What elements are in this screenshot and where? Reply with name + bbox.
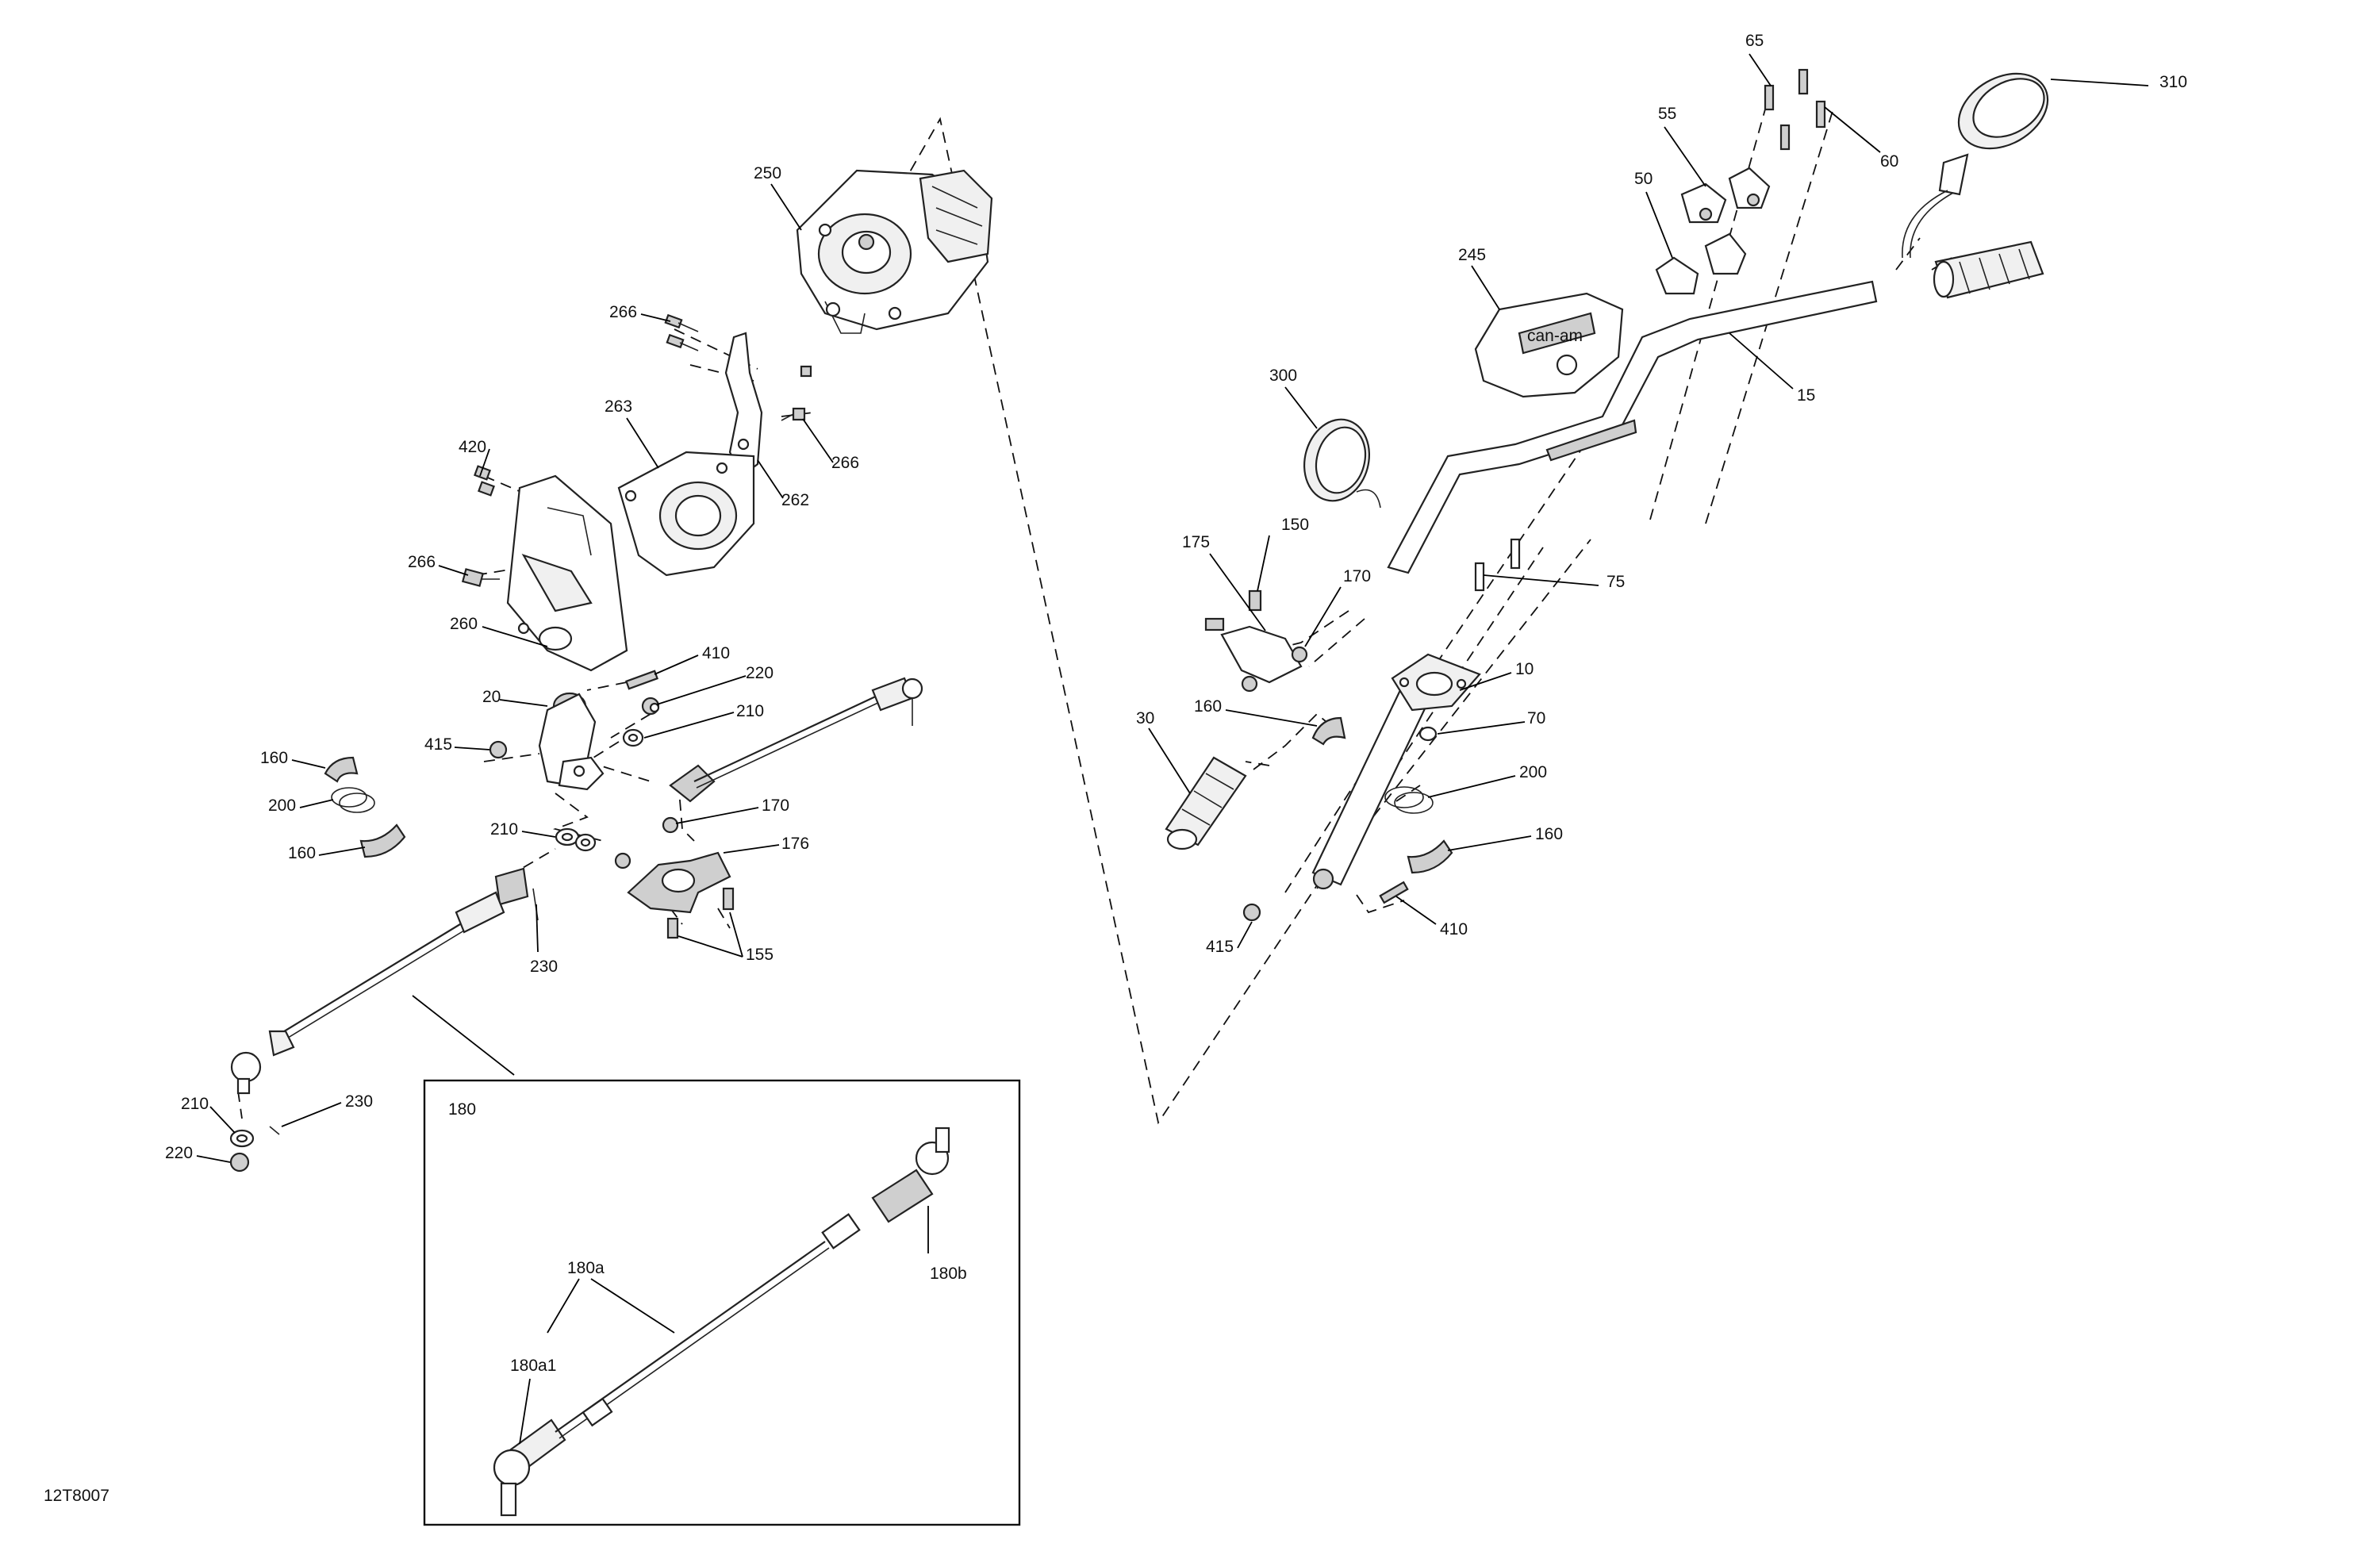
callout-266: 266	[609, 303, 637, 321]
callout-180b: 180b	[930, 1265, 967, 1283]
callout-420: 420	[459, 438, 486, 456]
grip-right	[1933, 240, 2044, 299]
handlebar-15	[1387, 280, 1878, 574]
callout-245: 245	[1458, 246, 1486, 264]
tie-rod-assembly-180	[493, 1127, 950, 1517]
callout-262: 262	[781, 491, 809, 509]
clamp-176	[614, 816, 731, 914]
handlebar-pad-245: can-am	[1474, 292, 1624, 398]
callout-20: 20	[482, 688, 501, 706]
tie-rod-upper	[669, 677, 923, 803]
callout-266: 266	[831, 454, 859, 472]
inset-frame-180	[423, 1079, 1021, 1526]
washer-210-middle	[555, 827, 597, 852]
ring-200-right	[1384, 786, 1434, 814]
callout-415: 415	[1206, 938, 1234, 956]
callout-10: 10	[1515, 660, 1534, 678]
nut-415-left	[489, 740, 508, 759]
steering-column-10	[1311, 653, 1481, 890]
callout-150: 150	[1281, 516, 1309, 534]
callout-160: 160	[1535, 825, 1563, 843]
callout-180a1: 180a1	[510, 1357, 556, 1375]
inset-title: 180	[448, 1100, 476, 1119]
bracket-260	[506, 474, 628, 672]
callout-220: 220	[746, 664, 774, 682]
callout-263: 263	[605, 397, 632, 416]
bolt-410-upper	[625, 670, 658, 690]
power-steering-motor	[796, 169, 993, 334]
callout-210: 210	[181, 1095, 209, 1113]
boot-clamp-160-left-lower	[359, 823, 406, 858]
grip-left-30	[1165, 756, 1247, 850]
bolts-60-65	[1764, 68, 1826, 151]
callout-160: 160	[288, 844, 316, 862]
ring-200-left	[331, 787, 375, 813]
callout-176: 176	[781, 835, 809, 853]
bolt-410-right	[1379, 881, 1409, 904]
svg-text:can-am: can-am	[1527, 327, 1583, 345]
washer-70	[1418, 726, 1438, 742]
nut-220-washer-210-upper	[622, 697, 660, 747]
clamp-50-55	[1655, 167, 1771, 295]
callout-200: 200	[1519, 763, 1547, 781]
nut-415-right	[1242, 903, 1261, 922]
housing-263	[617, 451, 755, 577]
callout-labels: 250 266 263 420 266 262 266 260 410 220 20 210 415 16…	[165, 32, 2187, 1375]
mirror-310	[1902, 72, 2049, 259]
callout-200: 200	[268, 796, 296, 815]
callout-50: 50	[1634, 170, 1653, 188]
bolt-266-upper	[664, 313, 699, 351]
callout-30: 30	[1136, 709, 1154, 727]
boot-clamp-160-right	[1311, 716, 1453, 874]
callout-180a: 180a	[567, 1259, 605, 1277]
bolts-75	[1474, 538, 1521, 592]
callout-160: 160	[1194, 697, 1222, 716]
callout-170: 170	[1343, 567, 1371, 585]
callout-175: 175	[1182, 533, 1210, 551]
callout-300: 300	[1269, 367, 1297, 385]
callout-15: 15	[1797, 386, 1815, 405]
callout-160: 160	[260, 749, 288, 767]
drawing-reference: 12T8007	[44, 1487, 109, 1505]
callout-410: 410	[1440, 920, 1468, 938]
callout-410: 410	[702, 644, 730, 662]
callout-60: 60	[1880, 152, 1898, 171]
callout-266: 266	[408, 553, 436, 571]
callout-70: 70	[1527, 709, 1545, 727]
callout-310: 310	[2159, 73, 2187, 91]
cotter-pin-230	[269, 888, 539, 1135]
bolt-266-right	[781, 365, 812, 421]
boot-clamp-160-left-upper	[324, 756, 359, 783]
callout-415: 415	[424, 735, 452, 754]
callout-230: 230	[345, 1092, 373, 1111]
callout-250: 250	[754, 164, 781, 182]
callout-230: 230	[530, 958, 558, 976]
callout-210: 210	[736, 702, 764, 720]
callout-155: 155	[746, 946, 774, 964]
clamp-175-150-170	[1204, 589, 1308, 693]
callout-260: 260	[450, 615, 478, 633]
callout-210: 210	[490, 820, 518, 839]
washer-nut-lower-left	[229, 1129, 255, 1173]
assembly-dashed-guides	[237, 94, 1952, 1125]
bolt-266-left	[461, 568, 500, 587]
mirror-300	[1303, 418, 1381, 509]
callout-65: 65	[1745, 32, 1764, 50]
callout-220: 220	[165, 1144, 193, 1162]
bolt-155	[666, 887, 735, 939]
callout-55: 55	[1658, 105, 1676, 123]
leader-lines	[196, 53, 2149, 1445]
tie-rod-lower	[230, 867, 529, 1095]
callout-75: 75	[1606, 573, 1625, 591]
pitman-arm-20	[538, 692, 605, 791]
callout-170: 170	[762, 796, 789, 815]
bolt-420	[474, 465, 495, 497]
